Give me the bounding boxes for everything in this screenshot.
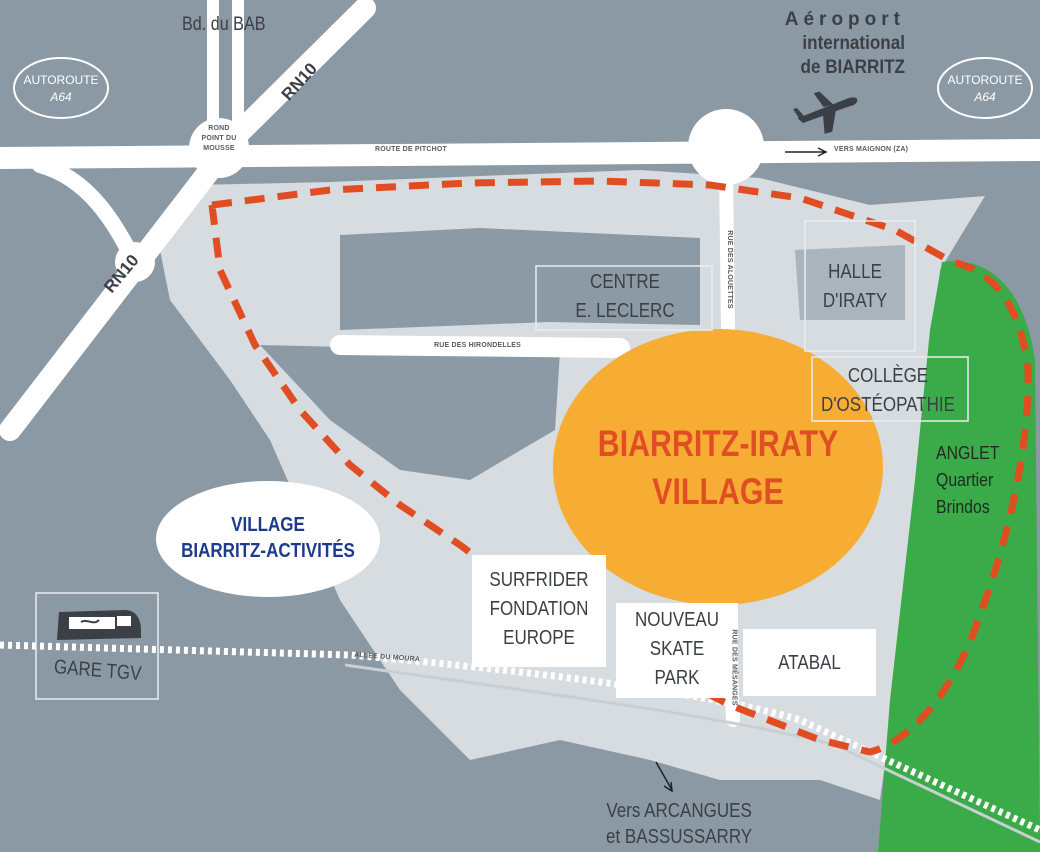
skate-label: NOUVEAU SKATE PARK (634, 609, 720, 689)
label-vers-maignon: VERS MAIGNON (ZA) (834, 146, 909, 153)
road-rn10-north (221, 0, 376, 151)
road-rue-alouettes (719, 161, 735, 337)
roundabout-rn10 (115, 242, 155, 282)
label-rue-mesanges: RUE DES MÉSANGES (730, 629, 738, 706)
road-rn10-west (0, 159, 221, 441)
surfrider-box (472, 555, 606, 667)
green-area (878, 261, 1040, 852)
iraty-circle (553, 329, 883, 605)
college-label: COLLÈGE D'OSTÉOPATHIE (821, 365, 955, 416)
autoroute-left-oval (13, 57, 109, 119)
autoroute-right-oval (937, 57, 1033, 119)
anglet-label: ANGLET Quartier Brindos (936, 443, 1000, 517)
label-rue-alouettes: RUE DES ALOUETTES (725, 230, 733, 309)
skate-box (616, 603, 738, 698)
label-rue-hirondelles: RUE DES HIRONDELLES (434, 342, 522, 349)
interior-patch (340, 228, 700, 330)
gare-box (35, 592, 159, 700)
arrow-vers-maignon (785, 147, 828, 157)
label-route-pitchot: ROUTE DE PITCHOT (375, 146, 448, 153)
surfrider-label: SURFRIDER FONDATION EUROPE (489, 569, 589, 649)
roundabout-mousse (189, 118, 249, 178)
atabal-box (743, 629, 876, 696)
autoroute-right: AUTOROUTE A64 (947, 73, 1023, 104)
halle-label: HALLE D'IRATY (822, 261, 888, 312)
airplane-icon (793, 91, 858, 134)
leclerc-box (535, 265, 713, 331)
airport-label: Aéroport international de BIARRITZ (784, 9, 905, 78)
vers-arcangues-label: Vers ARCANGUES et BASSUSSARRY (606, 800, 753, 848)
interior-patch (795, 245, 905, 320)
halle-box (804, 220, 916, 352)
atabal-label: ATABAL (778, 652, 841, 674)
road-route-pitchot (0, 139, 1040, 169)
autoroute-left: AUTOROUTE A64 (23, 73, 99, 104)
train-icon (57, 610, 141, 640)
perimeter-dashed (208, 177, 1032, 756)
iraty-title: BIARRITZ-IRATY VILLAGE (597, 423, 839, 512)
arrow-vers-arcangues (655, 761, 673, 793)
interior-patch (260, 345, 560, 480)
activites-label: VILLAGE BIARRITZ-ACTIVITÉS (181, 514, 355, 562)
leclerc-label: CENTRE E. LECLERC (575, 271, 675, 322)
railway (0, 641, 1040, 834)
road-rue-hirondelles (330, 335, 630, 358)
railway-line (344, 663, 1040, 844)
label-bd-bab: Bd. du BAB (182, 14, 266, 35)
college-box (811, 356, 969, 422)
roundabout-east (688, 109, 764, 185)
label-rond-point: ROND POINT DU MOUSSE (201, 125, 237, 152)
activites-ellipse (156, 481, 380, 597)
road-rn10-loop (32, 157, 143, 270)
